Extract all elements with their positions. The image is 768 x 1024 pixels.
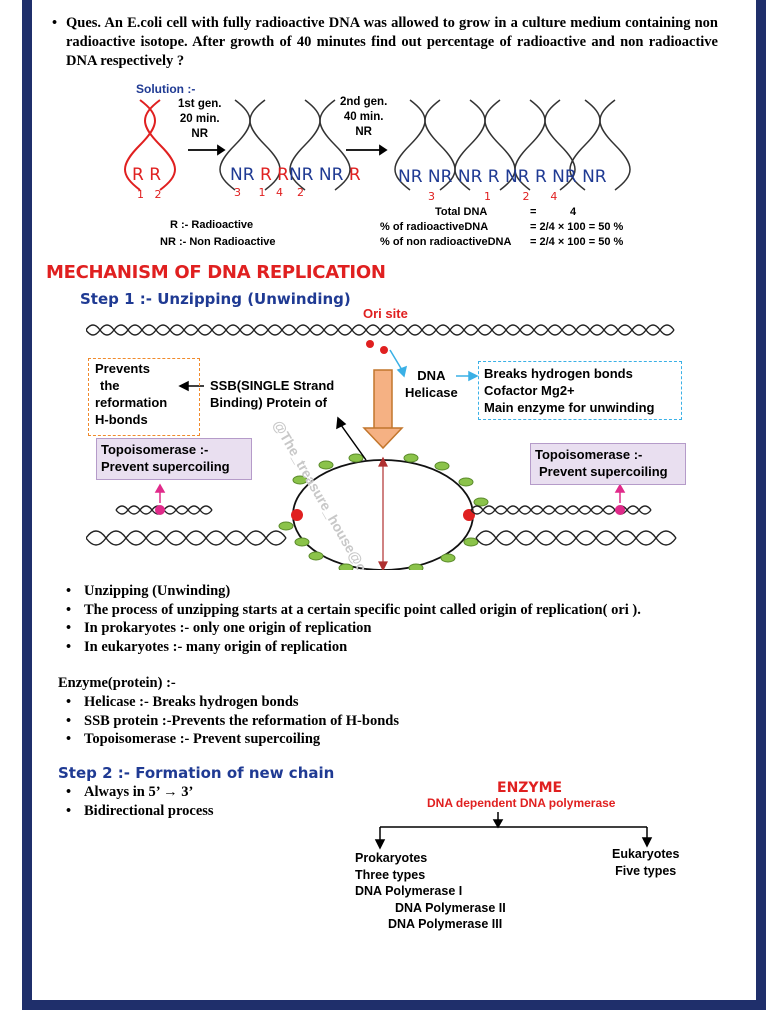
topoisomerase-icon [615, 505, 625, 515]
ssb-protein-icons [278, 453, 489, 570]
step2-notes: Always in 5’ → 3’ Bidirectional process [58, 783, 388, 820]
list-item: Unzipping (Unwinding) [58, 582, 708, 601]
parent-strand-nums: 1 2 [137, 188, 162, 201]
parent-strand-labels: R R [132, 165, 162, 185]
unzipping-notes: Unzipping (Unwinding) The process of unz… [58, 582, 708, 656]
topo-left-box: Topoisomerase :-Prevent supercoiling [96, 438, 252, 480]
enzyme-label: ENZYME [497, 780, 563, 796]
legend-nr: NR :- Non Radioactive [160, 236, 276, 248]
bullet-icon: • [52, 15, 58, 31]
question-block: • Ques. An E.coli cell with fully radioa… [52, 14, 718, 71]
enzyme-sub: DNA dependent DNA polymerase [427, 796, 616, 810]
down-arrow-icon [362, 369, 404, 450]
top-dna-helix [86, 324, 675, 336]
step2-title: Step 2 :- Formation of new chain [58, 764, 335, 782]
pct-r-val: = 2/4 × 100 = 50 % [530, 221, 624, 233]
mechanism-title: MECHANISM OF DNA REPLICATION [46, 262, 386, 283]
gen2-label: 2nd gen.40 min.NR [340, 96, 388, 138]
list-item: SSB protein :-Prevents the reformation o… [58, 712, 708, 731]
pct-r-label: % of radioactiveDNA [380, 221, 489, 233]
list-item: In prokaryotes :- only one origin of rep… [58, 619, 708, 638]
gen1-strand-labels: NR R RNR NR R [230, 165, 361, 185]
ori-dot-icon [380, 346, 388, 354]
ori-dot-icon [366, 340, 374, 348]
gen1-helices [219, 99, 351, 191]
enzyme-heading: Enzyme(protein) :- [58, 675, 176, 691]
ori-site-label: Ori site [363, 306, 408, 321]
gen2-strand-labels: NR NR NR R NR R NR NR [398, 167, 607, 187]
list-item: In eukaryotes :- many origin of replicat… [58, 638, 708, 657]
page-frame [22, 0, 766, 1010]
fork-dot-icon [291, 509, 303, 521]
pct-nr-val: = 2/4 × 100 = 50 % [530, 236, 624, 248]
total-val: 4 [570, 206, 577, 218]
solution-label: Solution :- [136, 82, 196, 96]
topoisomerase-icon [155, 505, 165, 515]
list-item: Topoisomerase :- Prevent supercoiling [58, 730, 708, 749]
enzyme-notes: Helicase :- Breaks hydrogen bonds SSB pr… [58, 693, 708, 749]
step1-title: Step 1 :- Unzipping (Unwinding) [80, 290, 351, 308]
question-text: Ques. An E.coli cell with fully radioact… [66, 15, 718, 69]
gen1-strand-nums: 3 1 4 2 [234, 186, 304, 199]
helicase-arrow-icons [389, 349, 479, 382]
pointer-arrow-icons [178, 380, 367, 461]
topo-right-box: Topoisomerase :-Prevent supercoiling [530, 443, 686, 485]
gen2-strand-nums: 3 1 2 4 [428, 190, 558, 203]
topo-arrow-icons [154, 483, 626, 503]
gen2-helices [394, 99, 631, 191]
list-item: Helicase :- Breaks hydrogen bonds [58, 693, 708, 712]
replication-diagram: @The_treasure_house@owner_jk [86, 324, 677, 570]
parent-helix [124, 99, 176, 191]
arrow-icons [188, 144, 388, 156]
legend-r: R :- Radioactive [170, 219, 254, 231]
pct-nr-label: % of non radioactiveDNA [380, 236, 512, 248]
list-item: The process of unzipping starts at a cer… [58, 601, 708, 620]
bubble-axis [378, 456, 388, 570]
list-item: Always in 5’ → 3’ [58, 783, 388, 802]
generation-diagram [124, 99, 631, 191]
side-dna-helices [86, 505, 677, 546]
enzyme-tree [374, 812, 653, 850]
gen1-label: 1st gen.20 min.NR [178, 98, 222, 140]
total-label: Total DNA [435, 206, 488, 218]
list-item: Bidirectional process [58, 802, 388, 821]
fork-dot-icon [463, 509, 475, 521]
total-eq: = [530, 206, 537, 218]
